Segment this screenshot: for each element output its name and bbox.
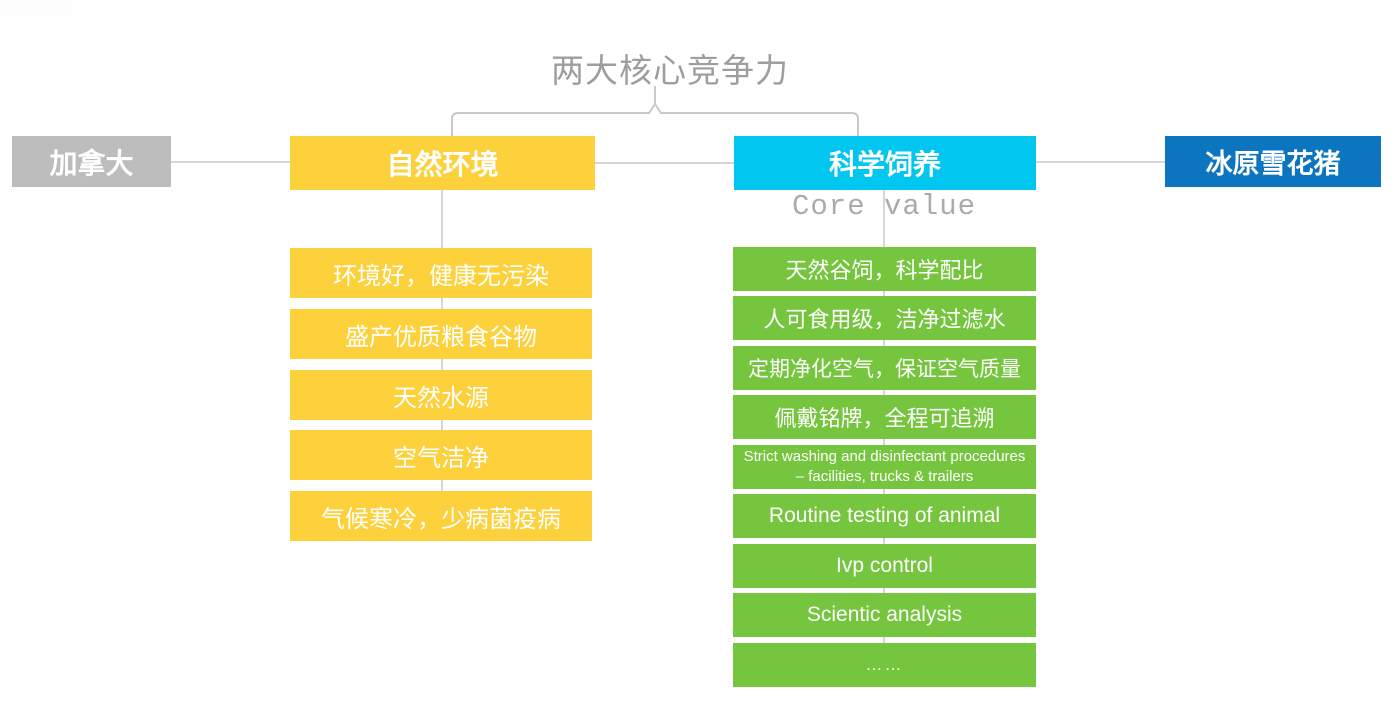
node-scientific-feeding-label: 科学饲养 xyxy=(828,149,941,180)
list-item: 空气洁净 xyxy=(290,430,592,480)
node-natural-environment: 自然环境 xyxy=(290,136,595,190)
list-item-label: 气候寒冷，少病菌疫病 xyxy=(321,505,561,533)
node-natural-environment-label: 自然环境 xyxy=(386,149,499,180)
list-item-label: Ivp control xyxy=(836,554,933,577)
list-item-label: Routine testing of animal xyxy=(768,504,1001,527)
list-item-label: 定期净化空气，保证空气质量 xyxy=(748,358,1021,381)
list-item-label: 天然谷饲，科学配比 xyxy=(785,258,984,283)
list-item: 人可食用级，洁净过滤水 xyxy=(733,296,1036,340)
list-item-label: Strict washing and disinfectant procedur… xyxy=(743,447,1026,485)
corner-artifact xyxy=(0,0,73,16)
node-canada-label: 加拿大 xyxy=(49,147,134,179)
list-item: Ivp control xyxy=(733,544,1036,588)
list-item-label: 天然水源 xyxy=(393,384,489,412)
list-item-label: …… xyxy=(865,655,904,674)
list-item-label: Scientic analysis xyxy=(806,603,963,626)
node-canada: 加拿大 xyxy=(12,136,171,187)
list-item: …… xyxy=(733,643,1036,687)
list-item: 天然水源 xyxy=(290,370,592,420)
list-item: 环境好，健康无污染 xyxy=(290,248,592,298)
list-item-label: 环境好，健康无污染 xyxy=(333,262,549,290)
list-item: 定期净化空气，保证空气质量 xyxy=(733,346,1036,390)
list-item: 盛产优质粮食谷物 xyxy=(290,309,592,359)
diagram-title: 两大核心竞争力 xyxy=(551,52,789,89)
list-item: 气候寒冷，少病菌疫病 xyxy=(290,491,592,541)
list-item-label: 空气洁净 xyxy=(393,444,489,472)
list-item: 天然谷饲，科学配比 xyxy=(733,247,1036,291)
node-snowflake-pig: 冰原雪花猪 xyxy=(1165,136,1381,187)
node-scientific-feeding: 科学饲养 xyxy=(734,136,1036,190)
list-item: Routine testing of animal xyxy=(733,494,1036,538)
list-item: Strict washing and disinfectant procedur… xyxy=(733,445,1036,489)
bracket-connector xyxy=(451,102,859,136)
list-item-label: 人可食用级，洁净过滤水 xyxy=(763,307,1006,332)
list-item-label: 佩戴铭牌，全程可追溯 xyxy=(774,406,995,431)
list-item: Scientic analysis xyxy=(733,593,1036,637)
node-snowflake-pig-label: 冰原雪花猪 xyxy=(1205,149,1341,179)
list-item: 佩戴铭牌，全程可追溯 xyxy=(733,395,1036,439)
list-item-label: 盛产优质粮食谷物 xyxy=(345,323,537,351)
